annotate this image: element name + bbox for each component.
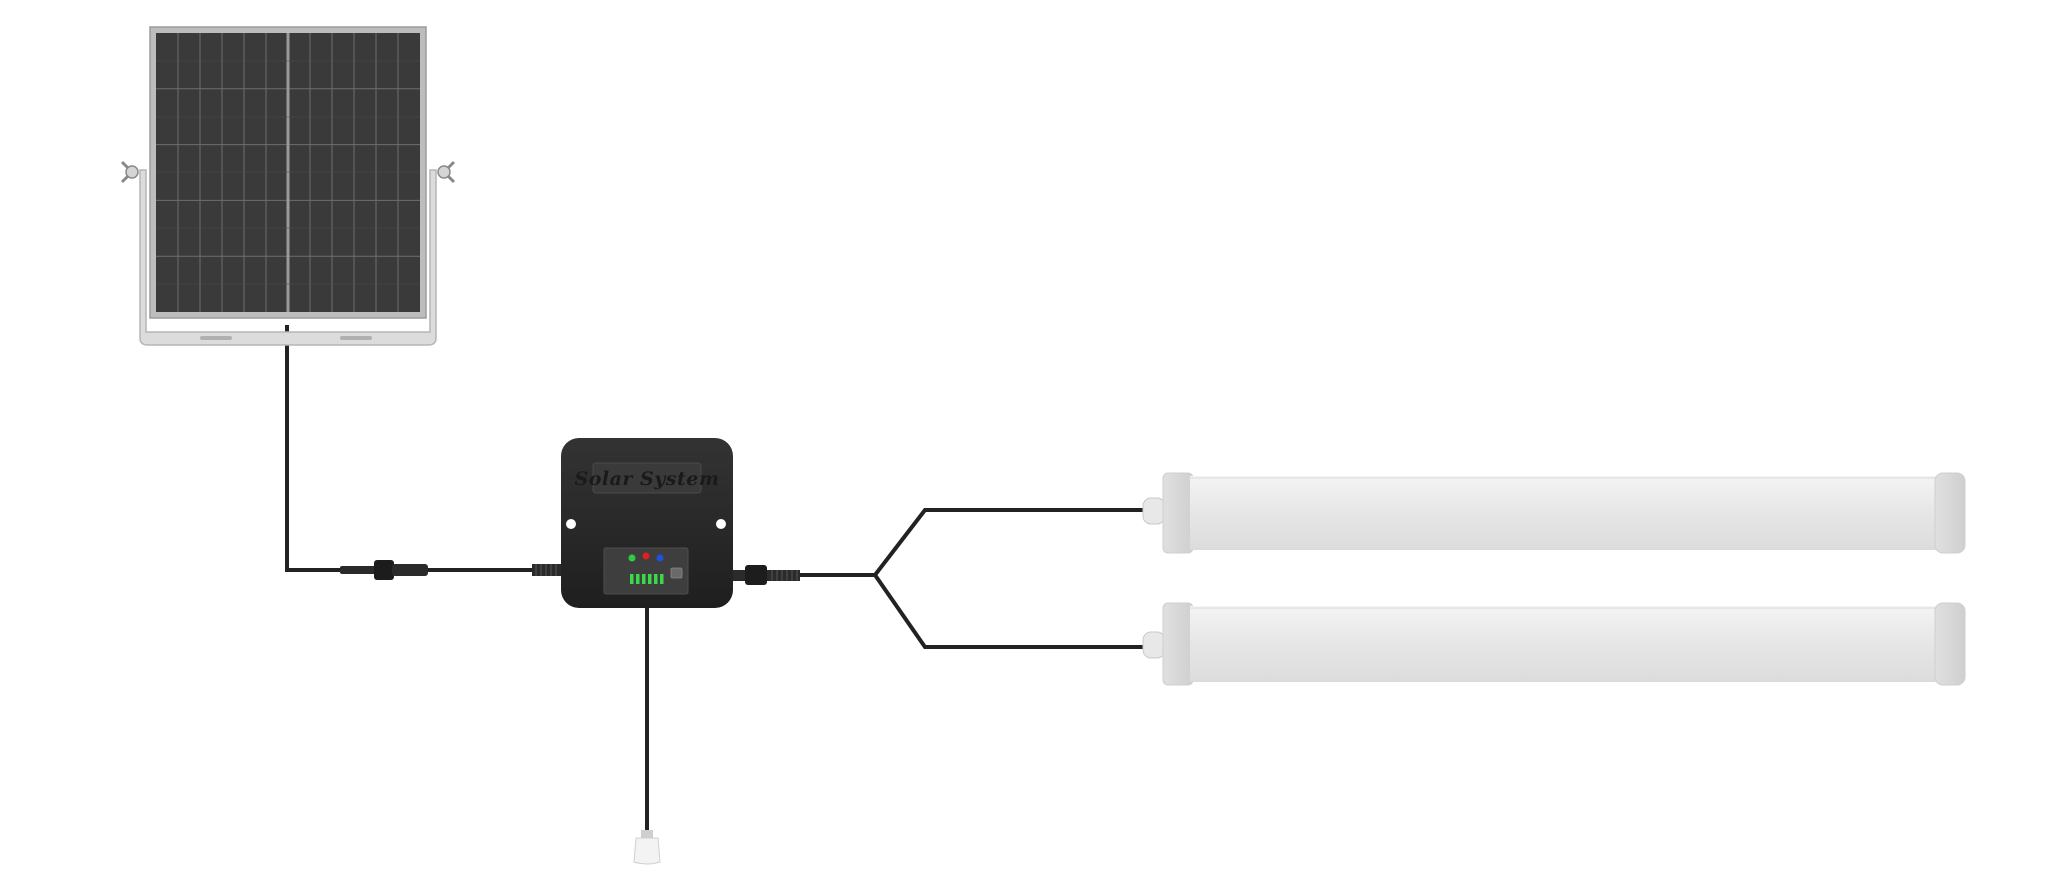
status-led-blue	[656, 554, 664, 562]
motion-sensor	[633, 830, 661, 865]
controller-label-plate	[592, 462, 702, 494]
tube-end-cap	[1934, 602, 1966, 686]
cell-busbars	[156, 60, 420, 285]
cable-gland-left	[532, 564, 563, 576]
mount-hole-left	[566, 519, 576, 529]
led-tube-light-upper	[1142, 472, 1966, 554]
tube-end-cap	[1162, 602, 1194, 686]
controller-label: Solar System	[575, 468, 720, 490]
cables	[285, 325, 1145, 835]
panel-to-controller-cable	[285, 325, 345, 572]
mount-hole-right	[716, 519, 726, 529]
solar-panel	[120, 26, 456, 346]
upper-tube-cable	[873, 508, 1145, 577]
tube-body	[1190, 476, 1938, 550]
led-tube-light-lower	[1142, 602, 1966, 686]
charge-controller: Solar System	[532, 438, 800, 608]
tube-end-cap	[1162, 472, 1194, 554]
bracket-slot	[200, 336, 232, 340]
tube-body	[1190, 606, 1938, 682]
tube-gland	[1142, 497, 1166, 525]
wing-knob-left	[120, 160, 139, 184]
bracket-slot	[340, 336, 372, 340]
panel-bracket	[139, 169, 437, 346]
tube-end-cap	[1934, 472, 1966, 554]
indicator-panel	[603, 547, 689, 595]
status-led-red	[642, 552, 650, 560]
wing-knob-right	[437, 160, 456, 184]
tube-gland	[1142, 631, 1166, 659]
inline-connector	[340, 560, 428, 580]
status-led-green	[628, 554, 636, 562]
battery-level-indicator	[630, 574, 664, 584]
lower-tube-cable	[873, 573, 1145, 649]
mode-button[interactable]	[670, 567, 683, 579]
